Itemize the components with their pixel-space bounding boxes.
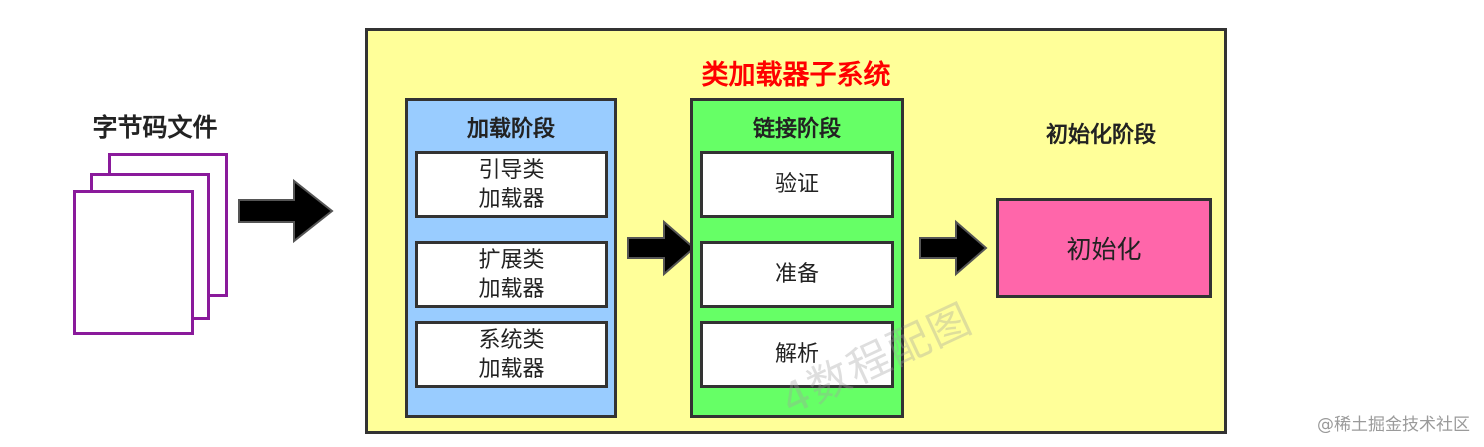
linking-stage-title: 链接阶段 [752,117,841,142]
bootstrap-loader-line2: 加载器 [478,186,545,212]
extension-loader-box: 扩展类 加载器 [415,241,608,308]
arrow-right-icon [238,178,334,244]
extension-loader-line1: 扩展类 [478,247,545,273]
bytecode-files-label: 字节码文件 [92,113,218,142]
system-loader-box: 系统类 加载器 [415,321,608,388]
system-loader-line2: 加载器 [478,356,545,382]
resolve-box: 解析 [700,321,894,388]
class-loader-subsystem: 类加载器子系统 加载阶段 引导类 加载器 扩展类 加载器 系统类 加载器 链接阶 [365,28,1227,434]
arrow-right-icon [919,219,988,277]
arrow-right-icon [627,219,696,277]
extension-loader-line2: 加载器 [478,276,545,302]
credit-text: @稀土掘金技术社区 [1317,415,1470,435]
loading-stage: 加载阶段 引导类 加载器 扩展类 加载器 系统类 加载器 [405,98,617,418]
bootstrap-loader-box: 引导类 加载器 [415,151,608,218]
verify-label: 验证 [774,172,819,197]
prepare-label: 准备 [774,262,819,287]
subsystem-title: 类加载器子系统 [701,60,891,91]
resolve-label: 解析 [774,342,819,367]
loading-stage-title: 加载阶段 [466,117,555,142]
bootstrap-loader-line1: 引导类 [478,157,545,183]
initialization-label: 初始化 [1066,235,1142,264]
system-loader-line1: 系统类 [478,327,545,353]
initialization-stage-title: 初始化阶段 [1045,123,1156,148]
linking-stage: 链接阶段 验证 准备 解析 [690,98,904,418]
prepare-box: 准备 [700,241,894,308]
initialization-box: 初始化 [996,198,1212,298]
file-page-front [73,190,194,335]
verify-box: 验证 [700,151,894,218]
